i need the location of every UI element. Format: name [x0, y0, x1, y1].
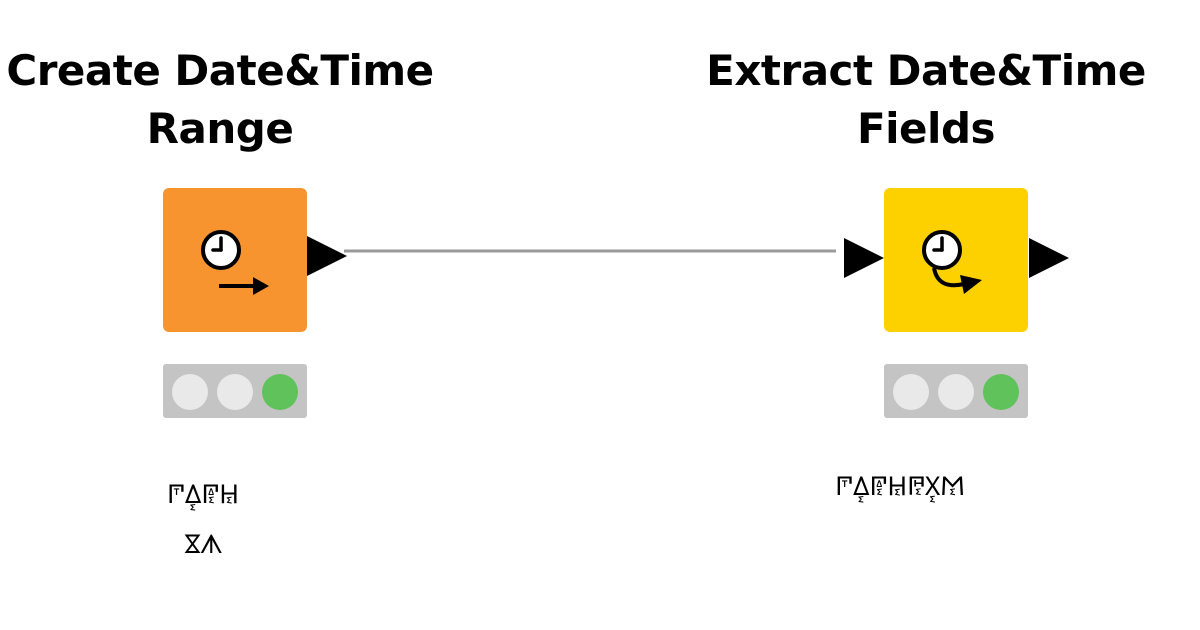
status-light-red-off — [893, 374, 929, 410]
clock-arrow-icon — [193, 224, 273, 304]
status-light-green-on — [983, 374, 1019, 410]
node-title-create-date-time-range: Create Date&Time Range — [0, 42, 460, 158]
traffic-light-status — [884, 364, 1028, 418]
status-light-yellow-off — [217, 374, 253, 410]
node-title-line: Extract Date&Time — [686, 42, 1166, 100]
node-annotation-line: 𐅡𐅢 — [0, 520, 413, 570]
node-extract-date-time-fields[interactable] — [884, 188, 1028, 332]
clock-curved-arrow-icon — [914, 224, 994, 304]
node-annotation-line: 𐆢𐆮𐅈𐅐𐅑𐅒𐅓𐅔𐅕 — [690, 462, 1110, 512]
node-title-line: Range — [0, 100, 460, 158]
input-port[interactable] — [844, 238, 884, 278]
node-title-line: Create Date&Time — [0, 42, 460, 100]
status-light-yellow-off — [938, 374, 974, 410]
status-light-green-on — [262, 374, 298, 410]
node-annotation[interactable]: 𐆢𐆮𐅈𐅐𐅑𐅒 𐅡𐅢 — [0, 470, 413, 570]
output-port[interactable] — [307, 236, 347, 276]
node-annotation[interactable]: 𐆢𐆮𐅈𐅐𐅑𐅒𐅓𐅔𐅕 — [690, 462, 1110, 512]
traffic-light-status — [163, 364, 307, 418]
status-light-red-off — [172, 374, 208, 410]
output-port[interactable] — [1029, 238, 1069, 278]
node-title-line: Fields — [686, 100, 1166, 158]
node-create-date-time-range[interactable] — [163, 188, 307, 332]
node-title-extract-date-time-fields: Extract Date&Time Fields — [686, 42, 1166, 158]
node-annotation-line: 𐆢𐆮𐅈𐅐𐅑𐅒 — [0, 470, 413, 520]
